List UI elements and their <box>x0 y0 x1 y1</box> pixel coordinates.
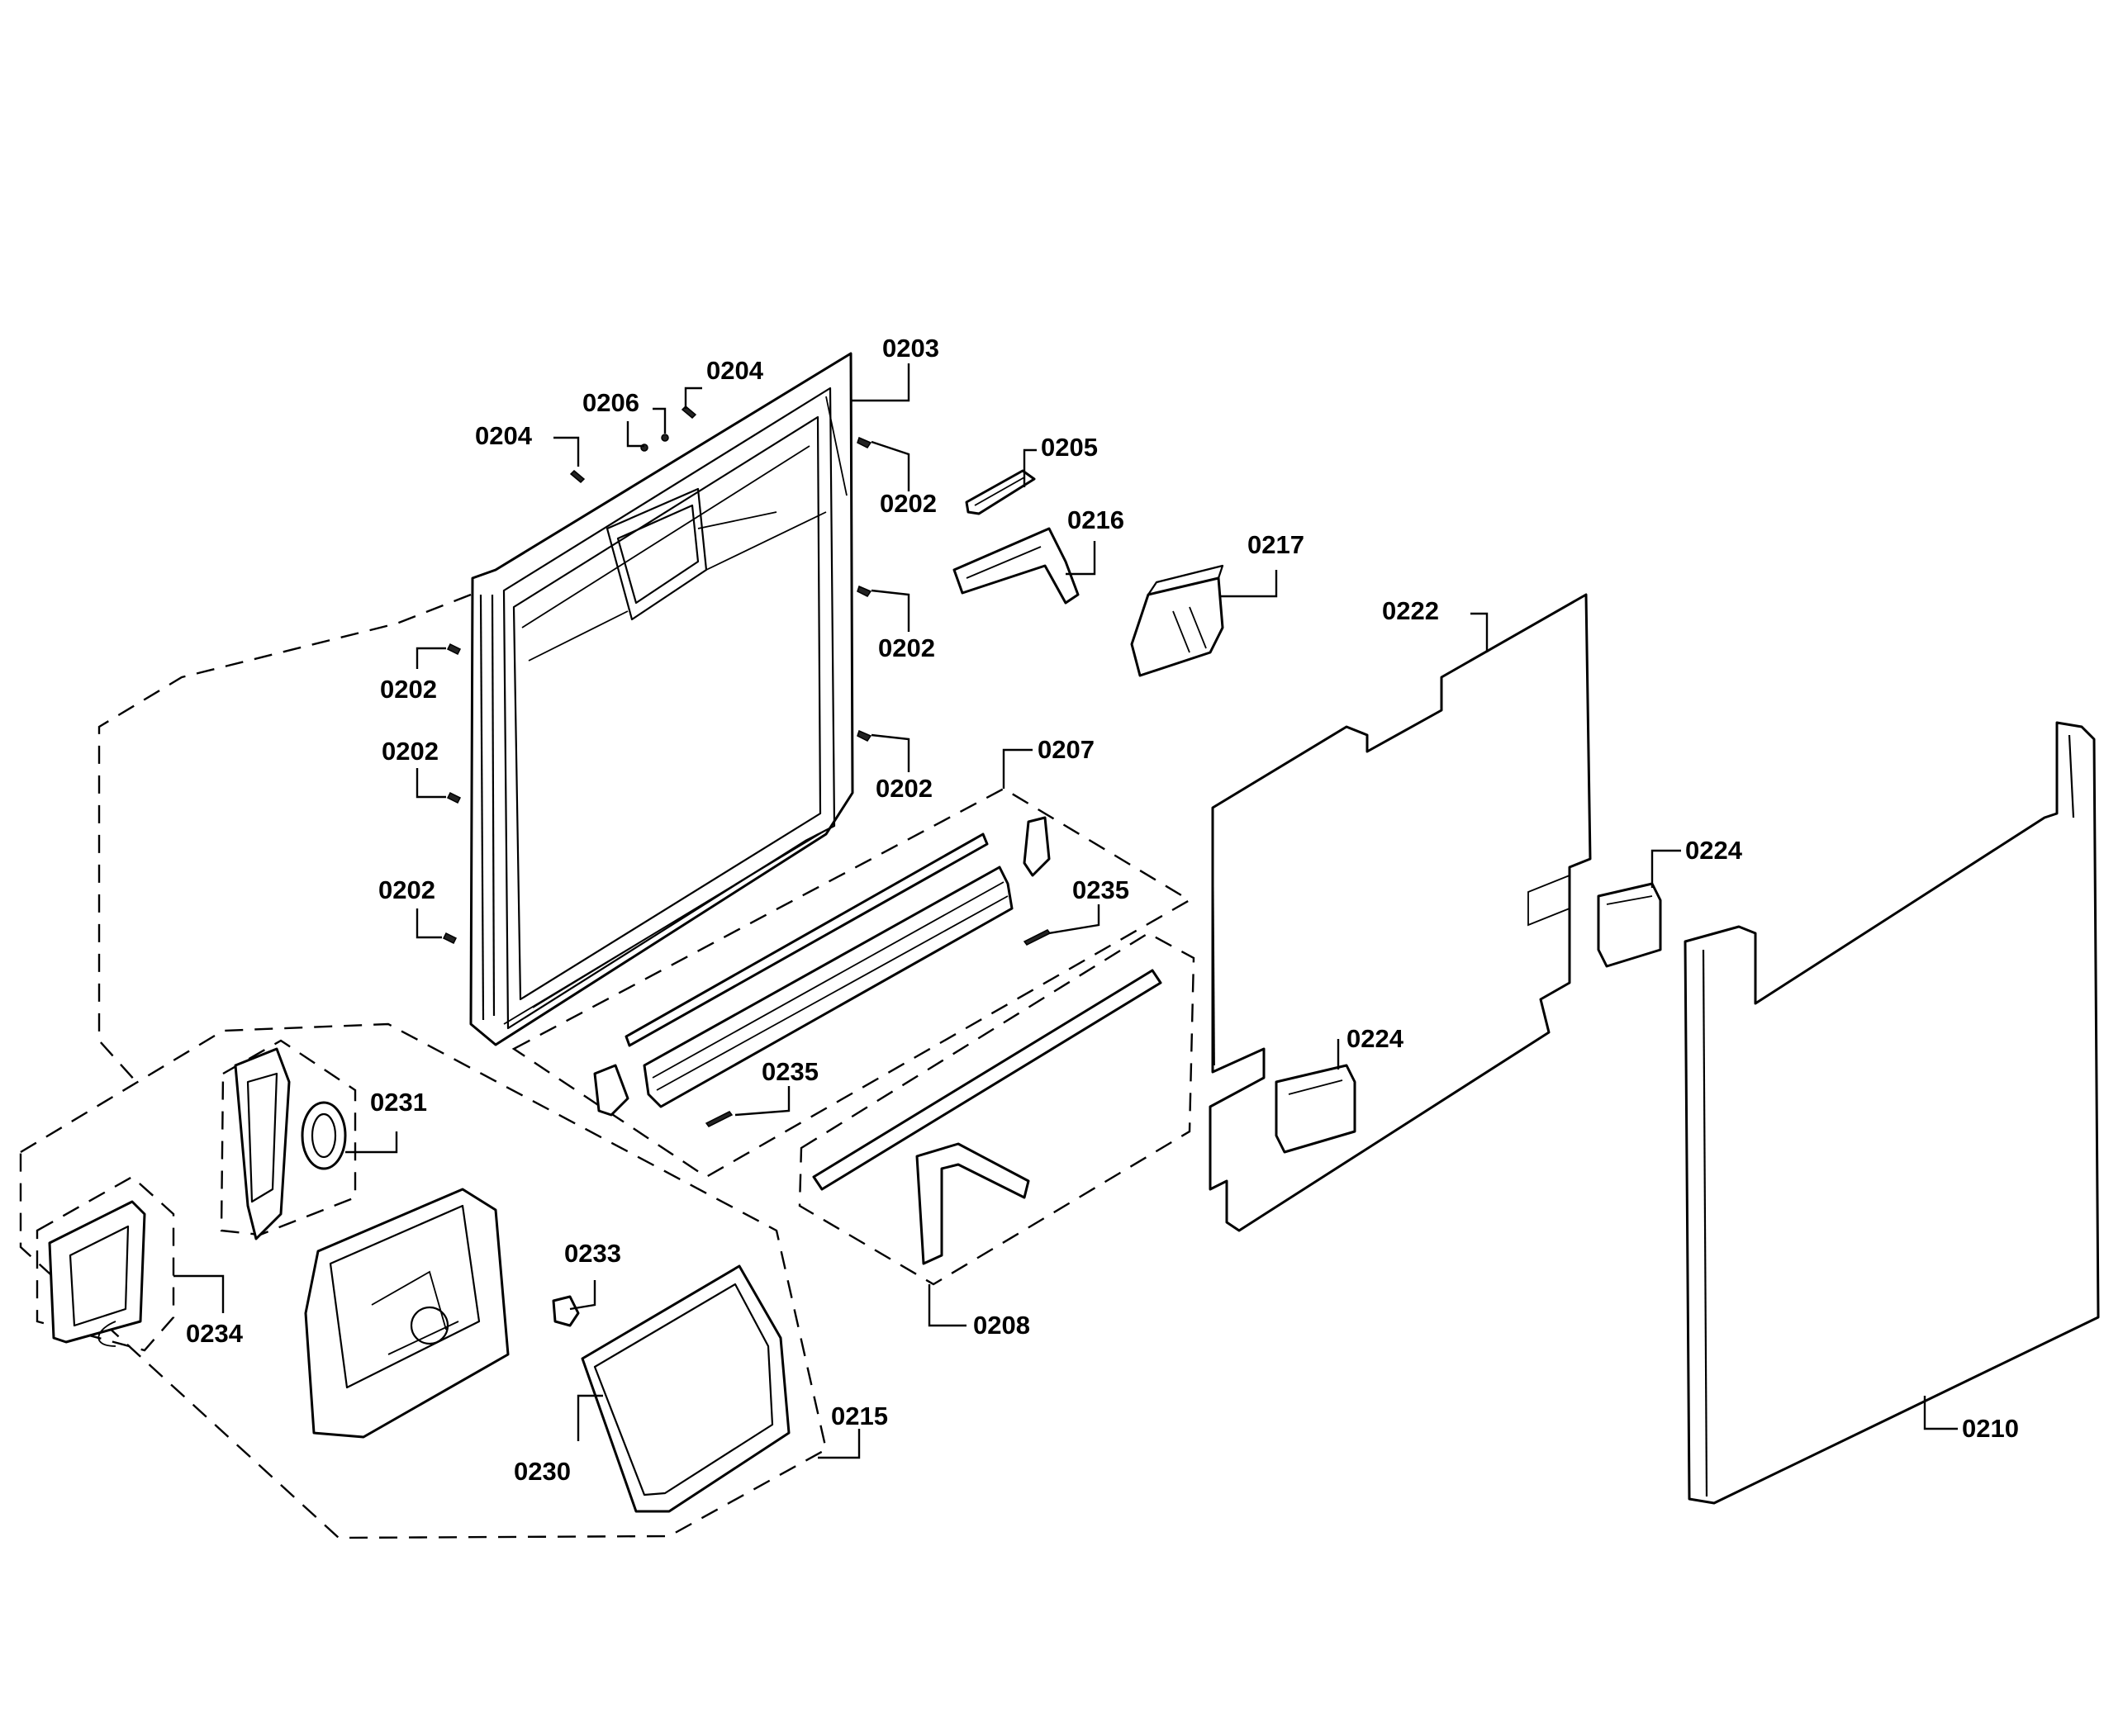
frame-guide-line <box>97 593 472 1083</box>
label-0208: 0208 <box>973 1311 1030 1340</box>
label-0222: 0222 <box>1382 596 1439 625</box>
group-0234-outline <box>36 1175 175 1352</box>
label-0206: 0206 <box>582 388 639 417</box>
control-module-0234 <box>48 1200 146 1347</box>
vent-part-0231 <box>234 1047 347 1240</box>
label-0230: 0230 <box>514 1457 571 1486</box>
label-0204-top: 0204 <box>706 356 764 385</box>
dispenser-unit <box>304 1188 510 1439</box>
bracket-0216 <box>952 527 1080 605</box>
label-0207: 0207 <box>1038 735 1095 764</box>
door-rails <box>593 816 1052 1127</box>
screw-group-left <box>442 643 462 945</box>
label-0235-lower: 0235 <box>762 1057 819 1086</box>
label-0233: 0233 <box>564 1239 621 1268</box>
gasket-0230 <box>581 1264 791 1513</box>
leader-lines <box>173 363 1958 1459</box>
label-0204-left: 0204 <box>475 421 533 450</box>
label-0202-r3: 0202 <box>876 774 933 803</box>
label-0205: 0205 <box>1041 433 1098 462</box>
label-0224-bottom: 0224 <box>1346 1024 1404 1053</box>
group-0208-outline <box>798 932 1195 1286</box>
screw-group-right <box>857 436 872 742</box>
group-0207-outline <box>511 787 1192 1179</box>
hinge-arm-0208 <box>812 969 1162 1265</box>
panel-0217 <box>1130 564 1224 677</box>
insulation-panel-0222 <box>1209 593 1592 1232</box>
label-0210: 0210 <box>1962 1414 2019 1443</box>
label-0231: 0231 <box>370 1088 427 1117</box>
label-0224-top: 0224 <box>1685 836 1743 865</box>
clip-0224-bottom <box>1275 1064 1356 1154</box>
label-0203: 0203 <box>882 334 939 363</box>
label-0235-upper: 0235 <box>1072 875 1129 904</box>
label-0202-r1: 0202 <box>880 489 937 518</box>
bracket-0205 <box>965 469 1036 515</box>
clip-0224-top <box>1597 882 1662 968</box>
label-0202-l2: 0202 <box>382 737 439 766</box>
group-0231-outline <box>220 1039 357 1236</box>
knob-0233 <box>552 1295 580 1327</box>
label-0202-l3: 0202 <box>378 875 435 904</box>
outer-door-0210 <box>1684 721 2100 1505</box>
label-0234: 0234 <box>186 1319 244 1348</box>
label-0217: 0217 <box>1247 530 1304 559</box>
label-0216: 0216 <box>1067 505 1124 534</box>
part-labels: 0203 0204 0206 0204 0202 0202 0202 0202 … <box>186 334 2019 1486</box>
inner-door-frame <box>469 352 854 1046</box>
label-0202-l1: 0202 <box>380 675 437 704</box>
top-screws <box>569 405 697 484</box>
label-0215: 0215 <box>831 1402 888 1430</box>
label-0202-r2: 0202 <box>878 633 935 662</box>
